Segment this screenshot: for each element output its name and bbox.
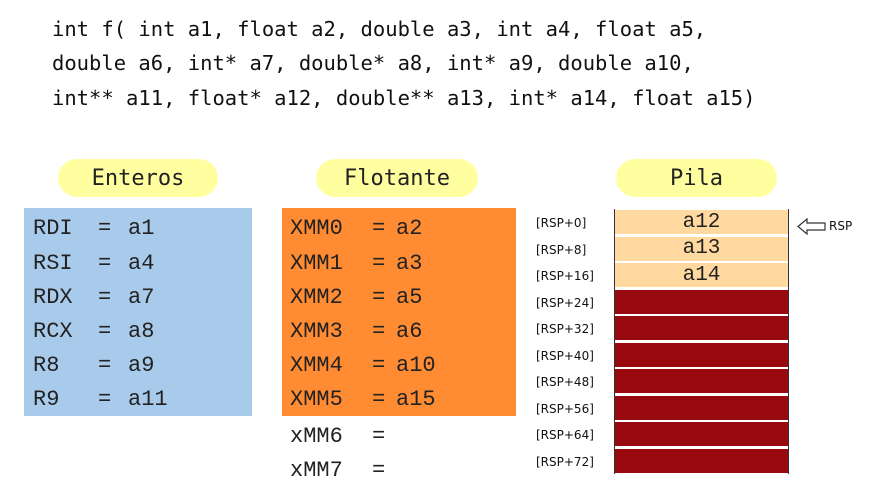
- float-register-row: XMM0 = a2: [290, 216, 510, 242]
- signature-line-2: double a6, int* a7, double* a8, int* a9,…: [52, 51, 694, 75]
- float-register-row: XMM4 = a10: [290, 353, 510, 379]
- stack-slot: [615, 448, 788, 473]
- equals-sign: =: [372, 424, 386, 449]
- stack-offset-label: [RSP+16]: [536, 269, 594, 283]
- register-value: a3: [396, 251, 423, 276]
- register-value: a5: [396, 285, 423, 310]
- register-name: RDX: [33, 285, 73, 310]
- register-value: a9: [128, 353, 155, 378]
- register-name: xMM7: [290, 458, 343, 483]
- stack-slot: a12: [615, 210, 788, 234]
- stack-offset-label: [RSP+24]: [536, 295, 594, 310]
- equals-sign: =: [372, 285, 386, 310]
- stack-slot: [615, 395, 788, 420]
- rsp-pointer-arrow-icon: [797, 218, 826, 235]
- integer-register-row: R8 = a9: [33, 353, 243, 379]
- stack-offset-label: [RSP+40]: [536, 348, 594, 363]
- register-name: XMM5: [290, 387, 343, 412]
- integer-register-row: RCX = a8: [33, 319, 243, 345]
- register-name: xMM6: [290, 424, 343, 449]
- equals-sign: =: [98, 216, 112, 241]
- register-name: XMM2: [290, 285, 343, 310]
- register-value: a1: [128, 216, 155, 241]
- rsp-pointer-label: RSP: [829, 219, 853, 233]
- stack-offset-label: [RSP+48]: [536, 375, 594, 389]
- register-value: a7: [128, 285, 155, 310]
- float-register-row: XMM5 = a15: [290, 387, 510, 413]
- register-name: R9: [33, 387, 60, 412]
- integer-register-row: RDX = a7: [33, 285, 243, 311]
- register-value: a6: [396, 319, 423, 344]
- register-value: a8: [128, 319, 155, 344]
- register-name: XMM1: [290, 251, 343, 276]
- register-name: R8: [33, 353, 60, 378]
- stack-slot: a13: [615, 236, 788, 261]
- equals-sign: =: [372, 458, 386, 483]
- integer-registers-box: [24, 208, 252, 416]
- integer-register-row: RSI = a4: [33, 251, 243, 277]
- register-name: RSI: [33, 251, 73, 276]
- integer-register-row: R9 = a11: [33, 387, 243, 413]
- equals-sign: =: [98, 387, 112, 412]
- stack-offset-label: [RSP+72]: [536, 454, 594, 469]
- register-name: XMM4: [290, 353, 343, 378]
- register-value: a11: [128, 387, 168, 412]
- float-register-row: XMM3 = a6: [290, 319, 510, 345]
- equals-sign: =: [372, 319, 386, 344]
- register-value: a4: [128, 251, 155, 276]
- integers-header: Enteros: [58, 159, 218, 197]
- stack-slot: a14: [615, 263, 788, 287]
- floats-header: Flotante: [316, 159, 478, 197]
- float-register-row: XMM1 = a3: [290, 251, 510, 277]
- stack-slot: [615, 369, 788, 393]
- stack-offset-label: [RSP+56]: [536, 401, 594, 416]
- equals-sign: =: [98, 285, 112, 310]
- equals-sign: =: [98, 353, 112, 378]
- stack-slot: [615, 422, 788, 446]
- signature-line-3: int** a11, float* a12, double** a13, int…: [52, 86, 756, 110]
- stack-offset-label: [RSP+0]: [536, 216, 587, 230]
- register-name: XMM3: [290, 319, 343, 344]
- register-value: a2: [396, 216, 423, 241]
- stack-slot: [615, 316, 788, 340]
- register-value: a10: [396, 353, 436, 378]
- stack-offset-label: [RSP+32]: [536, 322, 594, 336]
- float-register-row: xMM7 =: [290, 458, 510, 484]
- equals-sign: =: [372, 216, 386, 241]
- equals-sign: =: [372, 251, 386, 276]
- float-register-row: xMM6 =: [290, 424, 510, 450]
- equals-sign: =: [98, 251, 112, 276]
- signature-line-1: int f( int a1, float a2, double a3, int …: [52, 17, 707, 41]
- register-value: a15: [396, 387, 436, 412]
- register-name: RDI: [33, 216, 73, 241]
- stack-header: Pila: [616, 159, 777, 197]
- integer-register-row: RDI = a1: [33, 216, 243, 242]
- stack-slot: [615, 289, 788, 314]
- equals-sign: =: [372, 353, 386, 378]
- float-register-row: XMM2 = a5: [290, 285, 510, 311]
- float-registers-box: [282, 208, 516, 416]
- register-name: RCX: [33, 319, 73, 344]
- stack-offset-label: [RSP+8]: [536, 242, 587, 257]
- stack-slot: [615, 342, 788, 367]
- register-name: XMM0: [290, 216, 343, 241]
- equals-sign: =: [372, 387, 386, 412]
- equals-sign: =: [98, 319, 112, 344]
- stack-offset-label: [RSP+64]: [536, 428, 594, 442]
